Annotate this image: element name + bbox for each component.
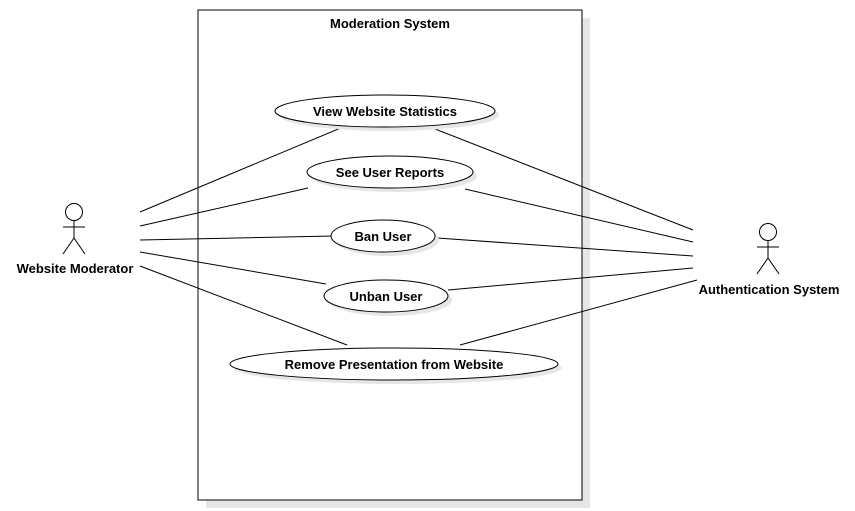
association-auth-unban[interactable] bbox=[447, 267, 694, 291]
stick-figure-icon bbox=[62, 203, 86, 255]
use-case-ban[interactable]: Ban User bbox=[330, 219, 439, 256]
system-boundary: Moderation System bbox=[197, 9, 590, 508]
use-case-label: Unban User bbox=[350, 289, 423, 304]
association-moderator-view-stats[interactable] bbox=[139, 126, 344, 213]
actor-label: Website Moderator bbox=[17, 261, 134, 276]
use-case-view-stats[interactable]: View Website Statistics bbox=[274, 94, 499, 131]
association-moderator-see-reports[interactable] bbox=[139, 187, 309, 227]
association-moderator-unban[interactable] bbox=[139, 251, 327, 285]
stick-figure-icon bbox=[756, 223, 780, 275]
use-case-label: See User Reports bbox=[336, 165, 444, 180]
actor-label: Authentication System bbox=[699, 282, 840, 297]
association-moderator-remove-presentation[interactable] bbox=[139, 265, 348, 346]
actor-website-moderator[interactable]: Website Moderator bbox=[17, 203, 134, 277]
association-auth-ban[interactable] bbox=[436, 237, 694, 257]
use-case-see-reports[interactable]: See User Reports bbox=[306, 155, 477, 192]
association-auth-see-reports[interactable] bbox=[464, 188, 694, 243]
use-case-unban[interactable]: Unban User bbox=[323, 279, 452, 316]
actor-authentication-system[interactable]: Authentication System bbox=[699, 223, 840, 298]
association-auth-view-stats[interactable] bbox=[429, 126, 694, 231]
use-case-label: View Website Statistics bbox=[313, 104, 457, 119]
use-case-label: Ban User bbox=[354, 229, 411, 244]
association-moderator-ban[interactable] bbox=[139, 235, 334, 241]
use-case-label: Remove Presentation from Website bbox=[285, 357, 504, 372]
associations bbox=[139, 126, 698, 346]
use-case-remove-presentation[interactable]: Remove Presentation from Website bbox=[229, 347, 562, 384]
system-title: Moderation System bbox=[330, 16, 450, 31]
association-auth-remove-presentation[interactable] bbox=[459, 279, 698, 346]
